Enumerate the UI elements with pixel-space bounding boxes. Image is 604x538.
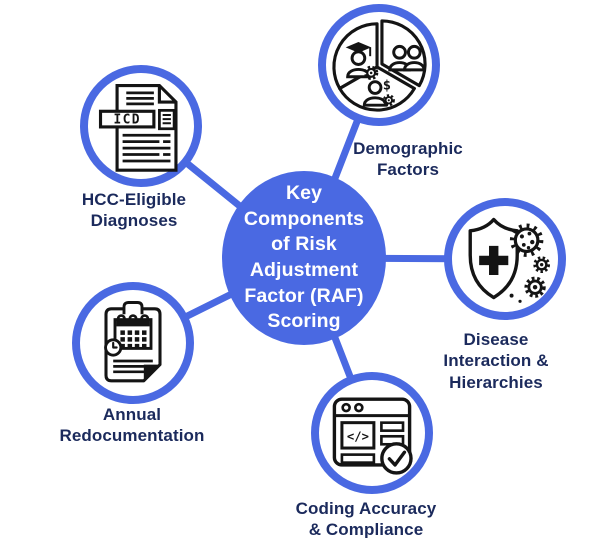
gear-icon	[382, 94, 395, 107]
medical-cross-icon	[479, 245, 509, 275]
node-circle-demographic-factors: $	[318, 4, 440, 126]
center-title: Key Components of Risk Adjustment Factor…	[243, 181, 365, 333]
clipboard-calendar-icon	[104, 301, 162, 383]
node-label-hcc-eligible-diagnoses: HCC-Eligible Diagnoses	[81, 190, 187, 231]
node-label-coding-accuracy-compliance: Coding Accuracy & Compliance	[295, 499, 437, 538]
node-circle-disease-interaction-hierarchies	[444, 198, 566, 320]
gear-icon	[524, 276, 546, 298]
gear-icon	[364, 65, 379, 80]
clipboard-clip	[122, 301, 144, 315]
clock-icon	[104, 338, 123, 357]
node-label-demographic-factors: Demographic Factors	[353, 139, 463, 180]
node-circle-hcc-eligible-diagnoses: ICD	[80, 65, 202, 187]
node-circle-coding-accuracy-compliance: </>	[311, 372, 433, 494]
shield-virus-gears-icon	[468, 217, 551, 303]
center-node: Key Components of Risk Adjustment Factor…	[222, 171, 386, 345]
icd-document-icon: ICD	[98, 83, 178, 172]
code-tag: </>	[347, 430, 369, 444]
code-window-check-icon: </>	[332, 397, 413, 475]
icd-label: ICD	[113, 113, 140, 128]
dollar-sign: $	[383, 78, 391, 94]
checkmark-icon	[380, 442, 413, 475]
node-label-annual-redocumentation: Annual Redocumentation	[59, 405, 205, 446]
node-circle-annual-redocumentation	[72, 282, 194, 404]
node-label-disease-interaction-hierarchies: Disease Interaction & Hierarchies	[443, 330, 549, 392]
gear-icon	[533, 256, 551, 274]
population-pie-icon: $	[332, 19, 427, 112]
